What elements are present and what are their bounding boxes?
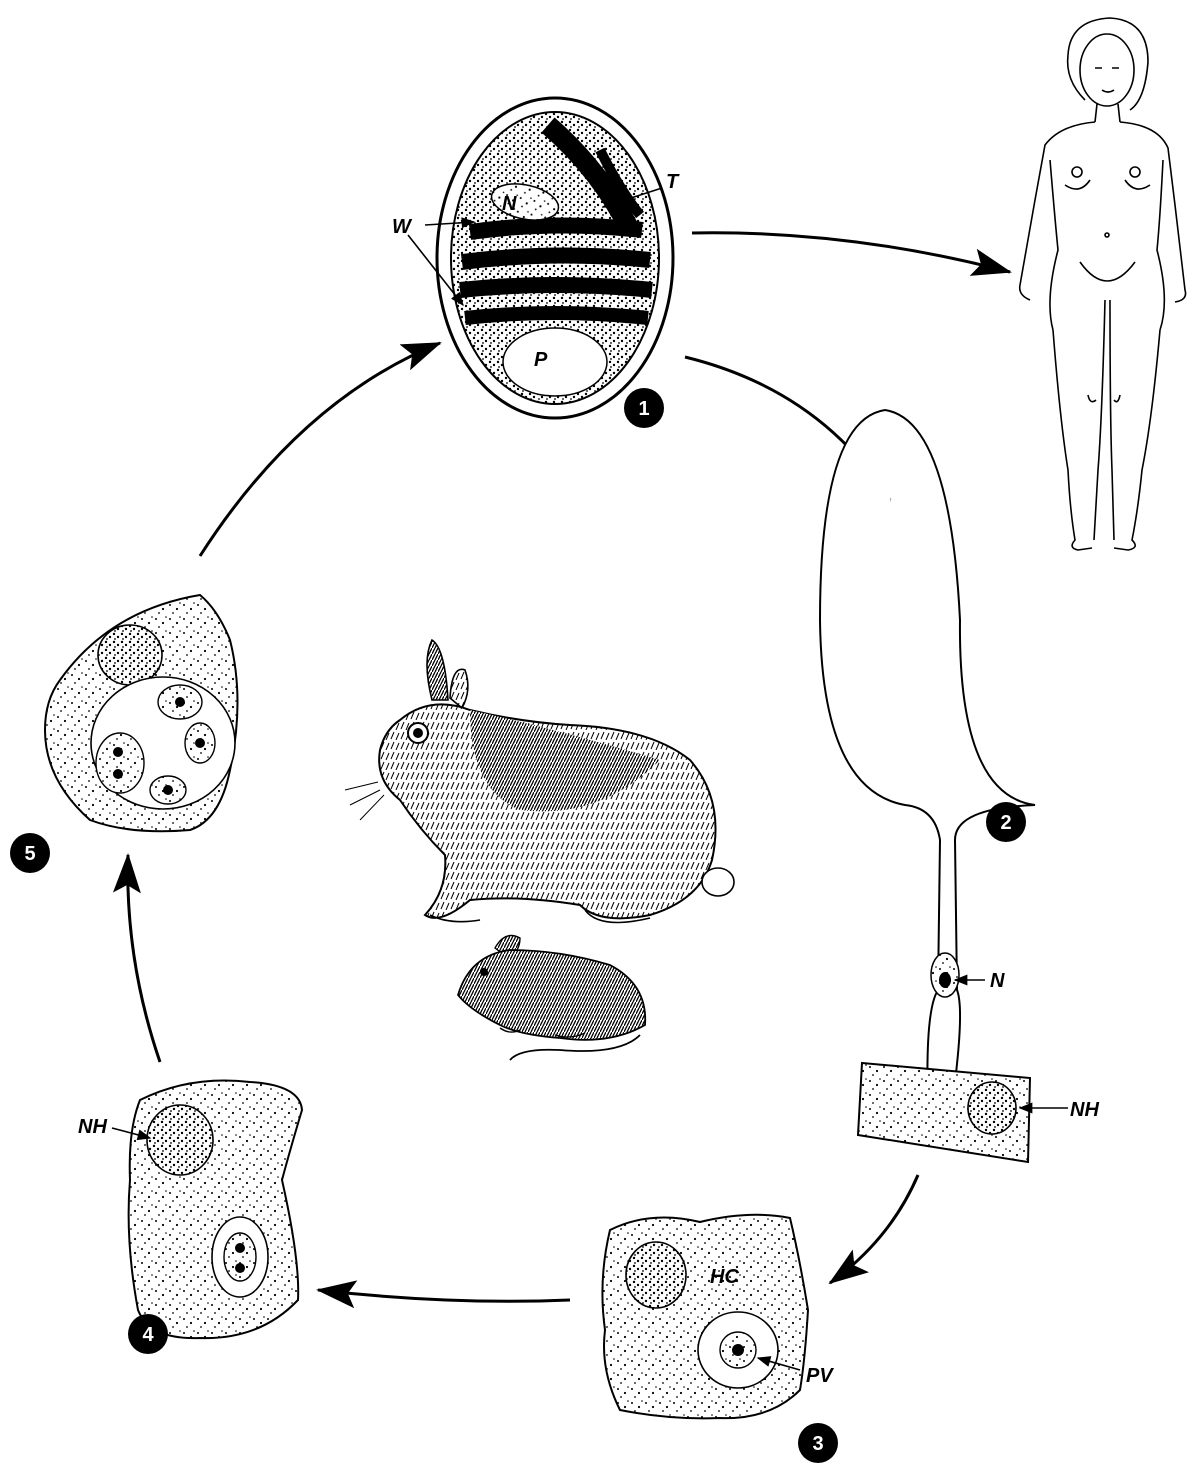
arrow-stage5-to-spore [200, 343, 440, 556]
label-cell4-NH: NH [78, 1116, 107, 1138]
label-W: W [392, 216, 413, 238]
host-cell-stage3: HC PV 3 [602, 1215, 838, 1463]
label-N: N [502, 193, 517, 215]
label-HC: HC [710, 1266, 739, 1288]
label-germ-NH: NH [1070, 1099, 1099, 1121]
host-cell-stage4: NH 4 [78, 1080, 302, 1354]
spore-stage1: W N T P 1 [392, 98, 680, 428]
step-number-2: 2 [1000, 812, 1011, 834]
host-nucleus-4 [147, 1105, 213, 1175]
host-nucleus-3 [626, 1242, 686, 1308]
mouse-illustration [458, 936, 645, 1060]
step-number-1: 1 [638, 398, 649, 420]
step-number-3: 3 [812, 1433, 823, 1455]
label-T: T [666, 171, 680, 193]
human-female-figure [1020, 18, 1186, 550]
host-cell-3 [602, 1215, 808, 1419]
step-number-5: 5 [24, 843, 35, 865]
step-number-4: 4 [142, 1324, 154, 1346]
host-nucleus-5 [98, 625, 162, 685]
arrow-spore-to-human [692, 233, 1010, 272]
arrow-stage4-to-stage5 [128, 855, 160, 1062]
rabbit-illustration [345, 640, 734, 923]
polaroplast-vacuole [503, 328, 607, 396]
empty-spore-case [820, 410, 1035, 1105]
host-nucleus [968, 1082, 1016, 1134]
label-PV: PV [806, 1365, 834, 1387]
germination-stage2: N NH 2 [820, 410, 1099, 1162]
arrow-germination-to-stage3 [830, 1175, 918, 1283]
host-cell-stage5: 5 [10, 595, 238, 873]
arrow-stage3-to-stage4 [318, 1290, 570, 1301]
label-germ-N: N [990, 970, 1005, 992]
label-P: P [534, 349, 548, 371]
